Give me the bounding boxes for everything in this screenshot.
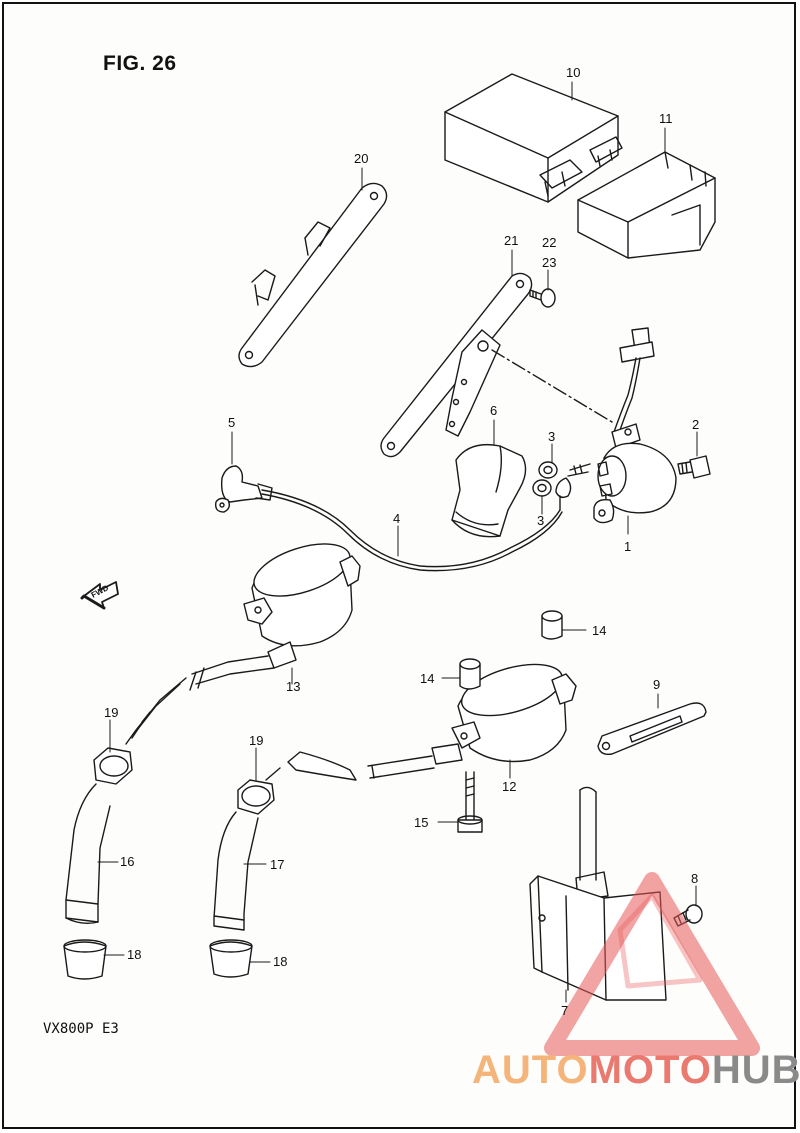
callout-19-left: 19 bbox=[104, 705, 119, 720]
watermark-logo: AUTOMOTOHUB bbox=[472, 1048, 800, 1093]
callout-3-lower: 3 bbox=[537, 513, 545, 528]
callout-18-left: 18 bbox=[127, 947, 142, 962]
part-9-bracket-plate bbox=[597, 702, 707, 756]
part-11-unit-box bbox=[577, 151, 716, 259]
part-12-ignition-coil bbox=[431, 663, 577, 765]
part-15-bolt bbox=[457, 771, 483, 833]
model-code: VX800P E3 bbox=[43, 1021, 119, 1037]
watermark-part-auto: AUTO bbox=[472, 1048, 589, 1092]
part-4-cable bbox=[261, 477, 572, 572]
callout-12: 12 bbox=[502, 779, 517, 794]
callout-15: 15 bbox=[414, 815, 429, 830]
fwd-direction-arrow-icon: FWD bbox=[80, 581, 119, 610]
part-21-bracket bbox=[380, 272, 533, 458]
callout-leader-lines bbox=[97, 81, 698, 1003]
watermark-logo-triangle bbox=[544, 872, 760, 1056]
callout-23: 23 bbox=[542, 255, 557, 270]
part-20-bracket bbox=[238, 182, 388, 368]
part-14-damper-lower bbox=[459, 658, 481, 690]
part-13-ignition-coil bbox=[189, 543, 361, 691]
callout-21: 21 bbox=[504, 233, 519, 248]
part-5-terminal-cap bbox=[214, 465, 273, 513]
callout-8: 8 bbox=[691, 871, 699, 886]
callout-4: 4 bbox=[393, 511, 401, 526]
part-14-damper-upper bbox=[541, 610, 563, 640]
callout-20: 20 bbox=[354, 151, 369, 166]
part-16-plug-cap bbox=[65, 747, 133, 925]
part-3-nuts bbox=[532, 461, 591, 497]
watermark-part-moto: MOTO bbox=[588, 1048, 712, 1092]
callout-6: 6 bbox=[490, 403, 498, 418]
callout-9: 9 bbox=[653, 677, 661, 692]
callout-19-mid: 19 bbox=[249, 733, 264, 748]
callout-22: 22 bbox=[542, 235, 557, 250]
part-18-plug-boot-left bbox=[63, 939, 107, 980]
callout-1: 1 bbox=[624, 539, 632, 554]
part-10-control-unit bbox=[444, 73, 623, 203]
callout-16: 16 bbox=[120, 854, 135, 869]
callout-2: 2 bbox=[692, 417, 700, 432]
part-17-plug-cap bbox=[213, 779, 275, 931]
part-18-plug-boot-mid bbox=[209, 939, 253, 978]
callout-13: 13 bbox=[286, 679, 301, 694]
callout-11: 11 bbox=[659, 111, 673, 126]
callout-5: 5 bbox=[228, 415, 236, 430]
part-12-lead bbox=[265, 751, 435, 781]
callout-18-mid: 18 bbox=[273, 954, 288, 969]
part-23-screw bbox=[529, 288, 556, 308]
figure-title: FIG. 26 bbox=[103, 52, 177, 75]
part-6-cover bbox=[451, 443, 527, 538]
leader-line bbox=[491, 349, 613, 423]
callout-14-lower: 14 bbox=[420, 671, 435, 686]
callout-17: 17 bbox=[270, 857, 285, 872]
callout-7: 7 bbox=[561, 1003, 569, 1018]
watermark-part-hub: HUB bbox=[711, 1048, 800, 1092]
part-1-starter-relay bbox=[593, 327, 677, 524]
part-2-bolt bbox=[677, 455, 711, 479]
part-13-lead bbox=[125, 677, 187, 745]
callout-3-upper: 3 bbox=[548, 429, 556, 444]
callout-10: 10 bbox=[566, 65, 581, 80]
callout-14-upper: 14 bbox=[592, 623, 607, 638]
